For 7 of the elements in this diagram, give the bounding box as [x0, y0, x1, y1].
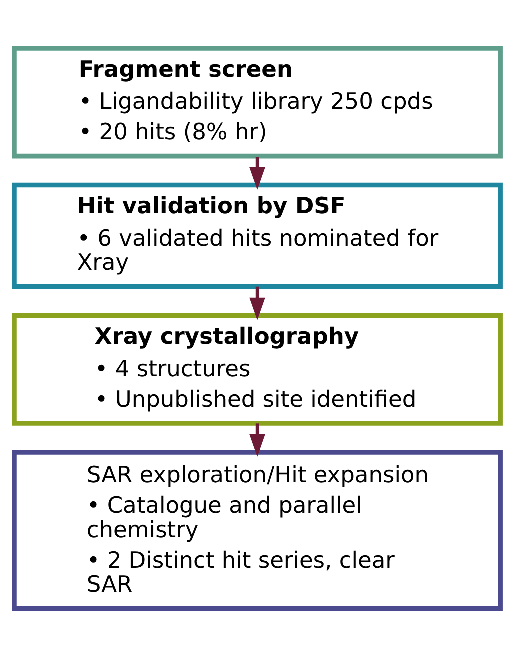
arrow — [250, 157, 266, 190]
node-box: Hit validation by DSF • 6 validated hits nominated for Xray — [12, 182, 503, 290]
node-box: Xray crystallography • 4 structures • Unpublished site identified — [12, 313, 503, 426]
node-box: SAR exploration/Hit expansion • Catalogue and parallel chemistry • 2 Distinct hit series, clear SAR — [12, 450, 503, 611]
arrow — [250, 286, 266, 320]
arrow — [250, 424, 266, 457]
node-box: Fragment screen • Ligandability library 250 cpds • 20 hits (8% hr) — [12, 46, 503, 159]
